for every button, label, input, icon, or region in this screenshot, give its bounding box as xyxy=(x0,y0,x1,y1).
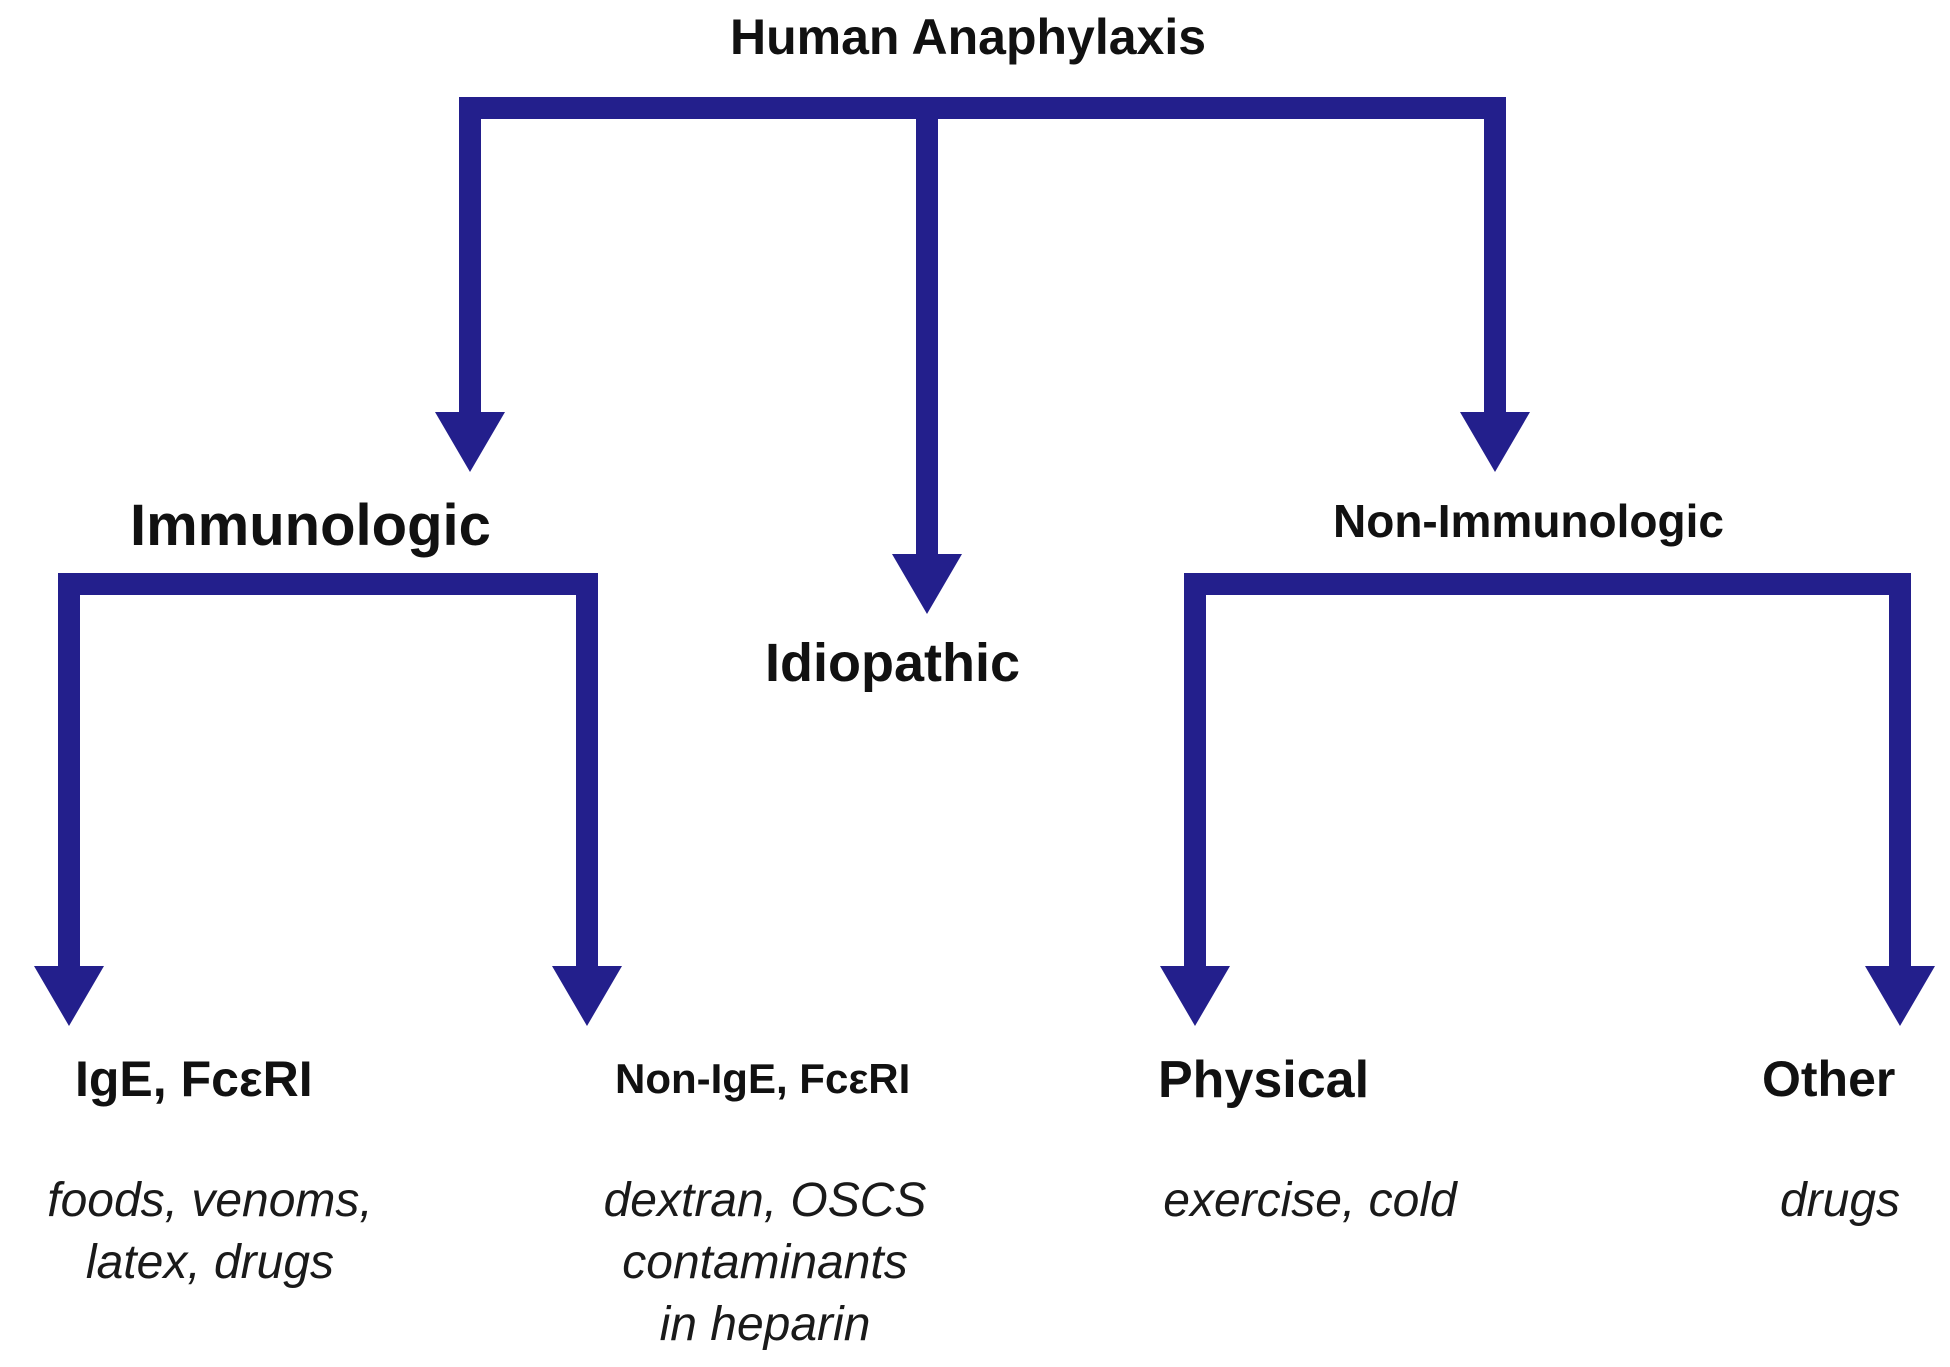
immunologic-arrow-head xyxy=(435,412,505,472)
non-ige-example-line-1: dextran, OSCS xyxy=(603,1174,927,1227)
other-stem xyxy=(1889,573,1911,973)
ige-arrow-head xyxy=(34,966,104,1026)
category-idiopathic: Idiopathic xyxy=(765,633,1020,693)
immunologic-bar xyxy=(58,573,598,595)
category-immunologic: Immunologic xyxy=(130,493,491,558)
physical-example-line-1: exercise, cold xyxy=(1163,1174,1457,1227)
non-immunologic-stem xyxy=(1484,97,1506,427)
immunologic-stem xyxy=(459,97,481,427)
idiopathic-stem xyxy=(916,97,938,557)
leaf-other-examples: drugs xyxy=(1720,1170,1950,1232)
other-arrow-head xyxy=(1865,966,1935,1026)
non-ige-example-line-3: in heparin xyxy=(659,1298,871,1351)
ige-example-line-2: latex, drugs xyxy=(85,1236,335,1289)
non-ige-arrow-head xyxy=(552,966,622,1026)
leaf-non-ige-label: Non-IgE, FcεRI xyxy=(615,1055,911,1102)
leaf-ige-examples: foods, venoms, latex, drugs xyxy=(10,1170,410,1294)
leaf-physical-examples: exercise, cold xyxy=(1110,1170,1510,1232)
non-immunologic-bar xyxy=(1184,573,1911,595)
other-example-line-1: drugs xyxy=(1779,1174,1901,1227)
ige-example-line-1: foods, venoms, xyxy=(47,1174,373,1227)
leaf-physical-label: Physical xyxy=(1158,1051,1370,1109)
physical-arrow-head xyxy=(1160,966,1230,1026)
root-label: Human Anaphylaxis xyxy=(730,9,1207,65)
leaf-ige-label: IgE, FcεRI xyxy=(75,1051,313,1107)
non-ige-example-line-2: contaminants xyxy=(622,1236,908,1289)
non-immunologic-arrow-head xyxy=(1460,412,1530,472)
leaf-non-ige-examples: dextran, OSCS contaminants in heparin xyxy=(565,1170,965,1356)
idiopathic-arrow-head xyxy=(892,554,962,614)
top-bar xyxy=(459,97,1506,119)
connector-lines xyxy=(34,97,1935,1026)
category-non-immunologic: Non-Immunologic xyxy=(1333,495,1724,547)
leaf-other-label: Other xyxy=(1762,1051,1896,1107)
non-ige-stem xyxy=(576,573,598,973)
ige-stem xyxy=(58,573,80,973)
physical-stem xyxy=(1184,573,1206,973)
